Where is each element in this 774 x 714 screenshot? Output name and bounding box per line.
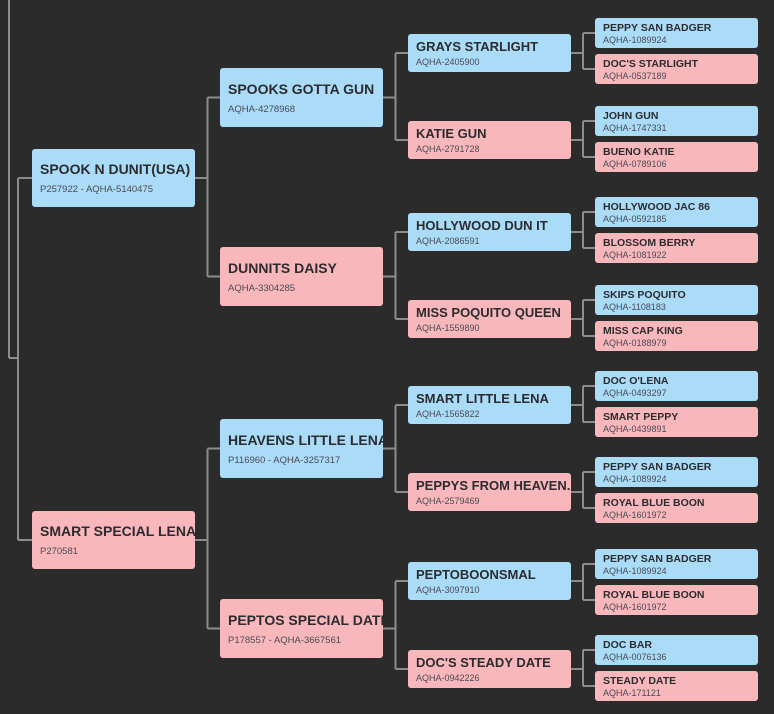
horse-registration: AQHA-1089924: [603, 473, 667, 484]
horse-registration: AQHA-0537189: [603, 70, 667, 81]
horse-card-dsds[interactable]: PEPPY SAN BADGER AQHA-1089924: [595, 457, 758, 487]
horse-name: HOLLYWOOD JAC 86: [603, 200, 710, 213]
horse-name: ROYAL BLUE BOON: [603, 588, 705, 601]
horse-name: PEPPY SAN BADGER: [603, 460, 712, 473]
horse-card-dds[interactable]: PEPTOBOONSMAL AQHA-3097910: [408, 562, 571, 600]
horse-card-sdsd[interactable]: BLOSSOM BERRY AQHA-1081922: [595, 233, 758, 263]
horse-name: PEPPYS FROM HEAVEN.: [416, 478, 571, 493]
horse-name: HOLLYWOOD DUN IT: [416, 218, 548, 233]
horse-registration: AQHA-171121: [603, 687, 661, 698]
horse-registration: AQHA-1565822: [416, 409, 480, 419]
horse-card-ddss[interactable]: PEPPY SAN BADGER AQHA-1089924: [595, 549, 758, 579]
horse-card-dsdd[interactable]: ROYAL BLUE BOON AQHA-1601972: [595, 493, 758, 523]
horse-name: HEAVENS LITTLE LENA: [228, 431, 383, 448]
horse-card-dd[interactable]: PEPTOS SPECIAL DATE P178557 - AQHA-36675…: [220, 599, 383, 658]
horse-registration: AQHA-2405900: [416, 57, 480, 67]
horse-name: SKIPS POQUITO: [603, 288, 686, 301]
horse-name: SMART LITTLE LENA: [416, 391, 549, 406]
horse-name: PEPTOBOONSMAL: [416, 567, 536, 582]
horse-name: SMART PEPPY: [603, 410, 679, 423]
horse-card-sssd[interactable]: DOC'S STARLIGHT AQHA-0537189: [595, 54, 758, 84]
horse-registration: AQHA-0439891: [603, 423, 667, 434]
horse-card-sdd[interactable]: MISS POQUITO QUEEN AQHA-1559890: [408, 300, 571, 338]
horse-registration: AQHA-1089924: [603, 34, 667, 45]
horse-registration: AQHA-1601972: [603, 509, 667, 520]
horse-registration: AQHA-1108183: [603, 301, 666, 312]
horse-card-dddd[interactable]: STEADY DATE AQHA-171121: [595, 671, 758, 701]
horse-name: DOC BAR: [603, 638, 652, 651]
horse-registration: AQHA-0942226: [416, 673, 480, 683]
horse-name: PEPPY SAN BADGER: [603, 21, 712, 34]
horse-name: GRAYS STARLIGHT: [416, 39, 539, 54]
horse-name: BUENO KATIE: [603, 145, 675, 158]
horse-card-ssd[interactable]: KATIE GUN AQHA-2791728: [408, 121, 571, 159]
horse-name: DOC'S STARLIGHT: [603, 57, 699, 70]
horse-registration: AQHA-0188979: [603, 337, 667, 348]
horse-card-dsss[interactable]: DOC O'LENA AQHA-0493297: [595, 371, 758, 401]
horse-card-sd[interactable]: DUNNITS DAISY AQHA-3304285: [220, 247, 383, 306]
horse-registration: P257922 - AQHA-5140475: [40, 184, 154, 195]
horse-card-s[interactable]: SPOOK N DUNIT(USA) P257922 - AQHA-514047…: [32, 149, 195, 207]
horse-card-ddd[interactable]: DOC'S STEADY DATE AQHA-0942226: [408, 650, 571, 688]
horse-registration: AQHA-0076136: [603, 651, 667, 662]
horse-card-ss[interactable]: SPOOKS GOTTA GUN AQHA-4278968: [220, 68, 383, 127]
horse-registration: AQHA-4278968: [228, 103, 296, 115]
horse-card-ssdd[interactable]: BUENO KATIE AQHA-0789106: [595, 142, 758, 172]
horse-name: KATIE GUN: [416, 126, 487, 141]
horse-name: MISS CAP KING: [603, 324, 683, 337]
horse-card-sds[interactable]: HOLLYWOOD DUN IT AQHA-2086591: [408, 213, 571, 251]
horse-registration: AQHA-3304285: [228, 282, 296, 294]
horse-name: STEADY DATE: [603, 674, 677, 687]
horse-name: PEPTOS SPECIAL DATE: [228, 611, 383, 628]
horse-registration: AQHA-3097910: [416, 585, 480, 595]
horse-card-dss[interactable]: SMART LITTLE LENA AQHA-1565822: [408, 386, 571, 424]
horse-registration: AQHA-1559890: [416, 323, 480, 333]
horse-registration: AQHA-0789106: [603, 158, 667, 169]
horse-registration: AQHA-1089924: [603, 565, 667, 576]
horse-name: SPOOKS GOTTA GUN: [228, 80, 375, 97]
horse-name: BLOSSOM BERRY: [603, 236, 696, 249]
horse-card-dssd[interactable]: SMART PEPPY AQHA-0439891: [595, 407, 758, 437]
horse-name: ROYAL BLUE BOON: [603, 496, 705, 509]
horse-name: SMART SPECIAL LENA: [40, 523, 195, 539]
horse-registration: AQHA-1081922: [603, 249, 667, 260]
horse-card-sss[interactable]: GRAYS STARLIGHT AQHA-2405900: [408, 34, 571, 72]
horse-registration: AQHA-0493297: [603, 387, 667, 398]
horse-registration: AQHA-2791728: [416, 144, 480, 154]
horse-card-ssss[interactable]: PEPPY SAN BADGER AQHA-1089924: [595, 18, 758, 48]
horse-registration: AQHA-1747331: [603, 122, 667, 133]
horse-card-ssds[interactable]: JOHN GUN AQHA-1747331: [595, 106, 758, 136]
horse-name: JOHN GUN: [603, 109, 659, 122]
horse-registration: AQHA-1601972: [603, 601, 667, 612]
horse-card-ddsd[interactable]: ROYAL BLUE BOON AQHA-1601972: [595, 585, 758, 615]
horse-card-sddd[interactable]: MISS CAP KING AQHA-0188979: [595, 321, 758, 351]
horse-card-d[interactable]: SMART SPECIAL LENA P270581: [32, 511, 195, 569]
horse-name: SPOOK N DUNIT(USA): [40, 161, 191, 177]
horse-registration: P270581: [40, 546, 79, 557]
horse-card-dsd[interactable]: PEPPYS FROM HEAVEN. AQHA-2579469: [408, 473, 571, 511]
horse-registration: P116960 - AQHA-3257317: [228, 454, 341, 466]
horse-name: MISS POQUITO QUEEN: [416, 305, 561, 320]
horse-name: DOC'S STEADY DATE: [416, 655, 551, 670]
horse-registration: P178557 - AQHA-3667561: [228, 634, 342, 646]
horse-card-ds[interactable]: HEAVENS LITTLE LENA P116960 - AQHA-32573…: [220, 419, 383, 478]
horse-registration: AQHA-2579469: [416, 496, 480, 506]
horse-name: DUNNITS DAISY: [228, 259, 337, 276]
horse-name: DOC O'LENA: [603, 374, 669, 387]
horse-registration: AQHA-0592185: [603, 213, 667, 224]
horse-card-sdss[interactable]: HOLLYWOOD JAC 86 AQHA-0592185: [595, 197, 758, 227]
horse-card-ddds[interactable]: DOC BAR AQHA-0076136: [595, 635, 758, 665]
horse-registration: AQHA-2086591: [416, 236, 480, 246]
horse-name: PEPPY SAN BADGER: [603, 552, 712, 565]
horse-card-sdds[interactable]: SKIPS POQUITO AQHA-1108183: [595, 285, 758, 315]
